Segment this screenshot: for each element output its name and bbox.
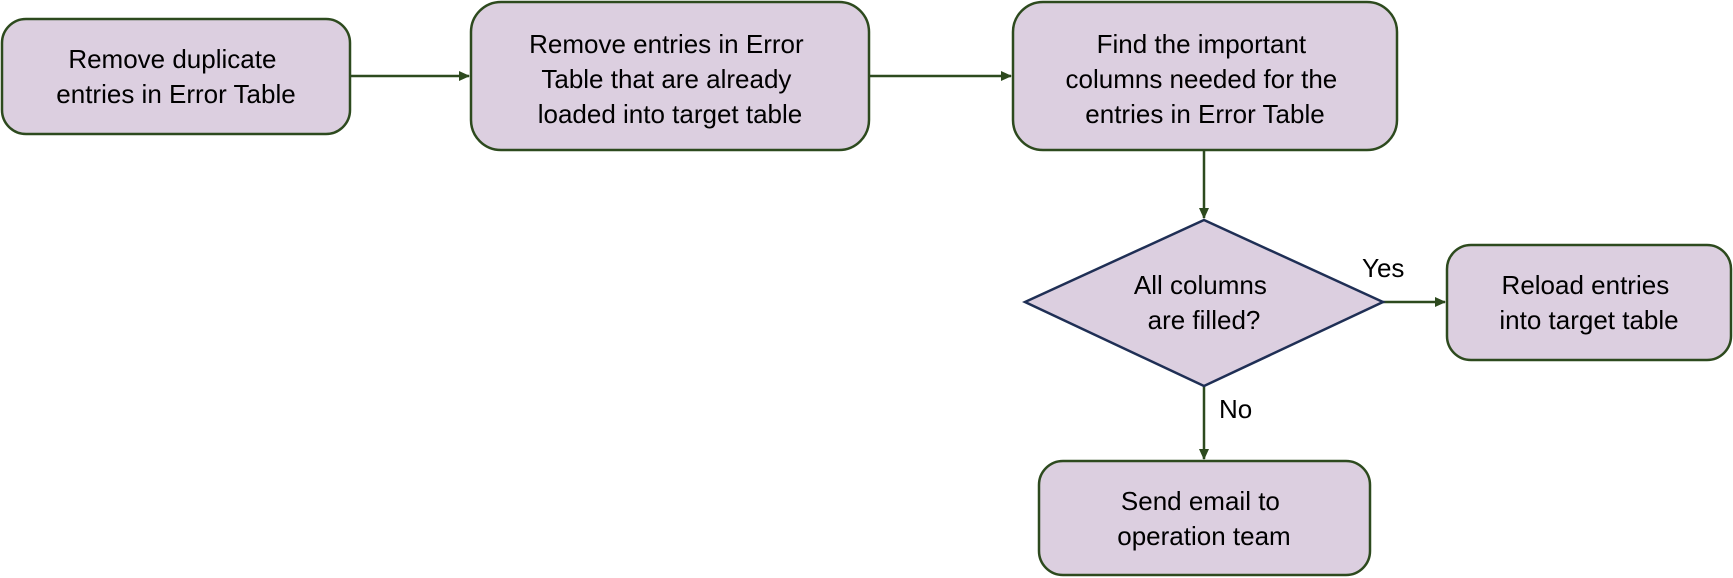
node-find-columns-line-1: Find the important bbox=[1097, 29, 1307, 59]
edge-label-no: No bbox=[1219, 394, 1252, 424]
node-send-email-line-2: operation team bbox=[1117, 521, 1290, 551]
node-remove-duplicates: Remove duplicate entries in Error Table bbox=[0, 17, 352, 136]
node-remove-loaded-line-3: loaded into target table bbox=[538, 99, 803, 129]
svg-text:Remove entries in Error: Remove entries in Error Table that are a… bbox=[529, 29, 811, 129]
node-decision-all-columns-filled: All columns are filled? bbox=[1022, 218, 1386, 388]
edge-label-yes: Yes bbox=[1362, 253, 1404, 283]
node-decision-line-1: All columns bbox=[1134, 270, 1267, 300]
svg-text:Reload entries into targ: Reload entries into target table bbox=[1499, 270, 1678, 335]
node-find-columns-line-3: entries in Error Table bbox=[1085, 99, 1324, 129]
node-reload-line-2: into target table bbox=[1499, 305, 1678, 335]
svg-text:Remove duplicate entries: Remove duplicate entries in Error Table bbox=[56, 44, 295, 109]
svg-text:All columns are filled?: All columns are filled? bbox=[1134, 270, 1274, 335]
node-remove-loaded: Remove entries in Error Table that are a… bbox=[469, 0, 871, 152]
node-reload-line-1: Reload entries bbox=[1502, 270, 1670, 300]
node-remove-loaded-line-2: Table that are already bbox=[541, 64, 791, 94]
node-find-columns-line-2: columns needed for the bbox=[1066, 64, 1338, 94]
svg-text:Send email to operation: Send email to operation team bbox=[1117, 486, 1290, 551]
node-remove-duplicates-line-1: Remove duplicate bbox=[68, 44, 276, 74]
node-reload-entries: Reload entries into target table bbox=[1445, 243, 1733, 362]
node-decision-line-2: are filled? bbox=[1148, 305, 1261, 335]
node-remove-loaded-line-1: Remove entries in Error bbox=[529, 29, 804, 59]
svg-text:Find the important colum: Find the important columns needed for th… bbox=[1066, 29, 1345, 129]
node-remove-duplicates-line-2: entries in Error Table bbox=[56, 79, 295, 109]
node-send-email: Send email to operation team bbox=[1037, 459, 1372, 577]
node-send-email-line-1: Send email to bbox=[1121, 486, 1280, 516]
node-find-columns: Find the important columns needed for th… bbox=[1011, 0, 1399, 152]
